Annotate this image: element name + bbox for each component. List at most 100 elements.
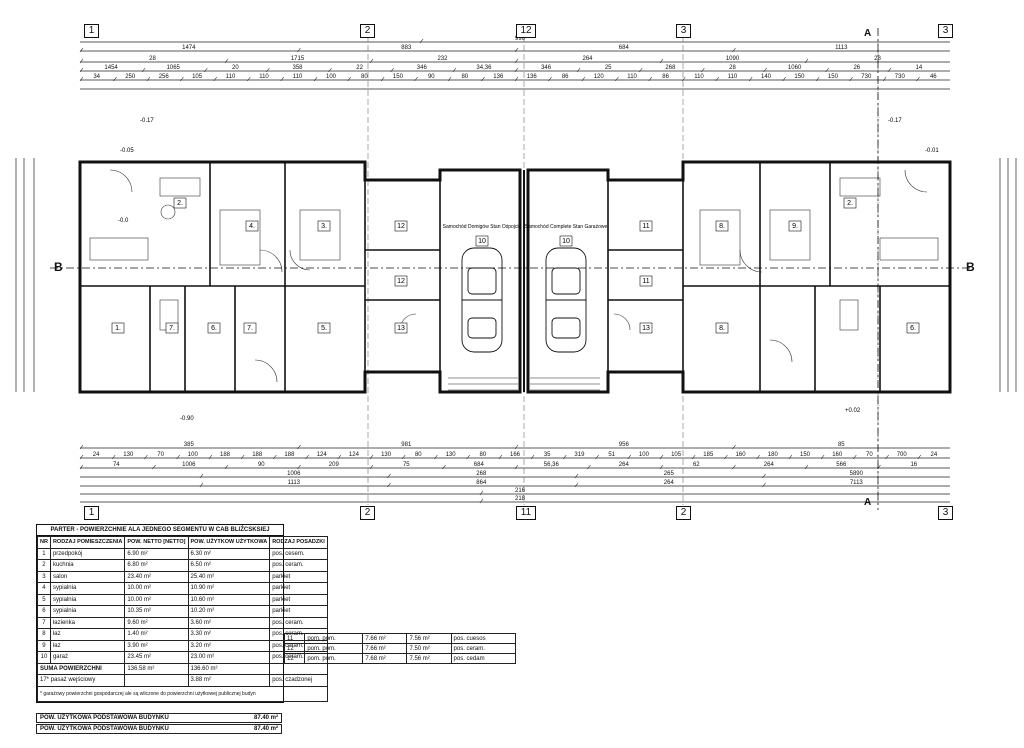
table-row: SUMA POWIERZCHNI 136.58 m² 136.60 m² [36, 662, 328, 675]
dimension-label: 385 [184, 442, 195, 448]
dimension-label: 120 [594, 74, 605, 80]
dimension-label: 46 [930, 74, 937, 80]
dimension-tick [328, 67, 332, 73]
dimension-label: 358 [292, 65, 303, 71]
table-cell: 12 [283, 643, 306, 654]
room-tag-frame [394, 275, 408, 287]
dimension-tick [732, 47, 736, 53]
dimension-label: 264 [664, 480, 675, 486]
dimension-label: 110 [627, 74, 637, 80]
dimension-tick [825, 67, 829, 73]
dimension-label: 20 [232, 65, 239, 71]
room-tag-frame [843, 197, 857, 209]
dimension-tick [853, 454, 857, 460]
extra-label: 17* pasaż wejściowy [36, 674, 126, 687]
table-cell: łazienka [49, 616, 126, 629]
room-tag-frame [715, 220, 729, 232]
room-tag: 4. [249, 223, 255, 230]
room-tag: 2. [847, 200, 853, 207]
room-tag-frame [317, 322, 331, 334]
table-cell: 10.90 m² [187, 582, 271, 595]
dimension-tick [548, 76, 552, 82]
level-mark: -0.0 [118, 218, 129, 224]
table-cell: 10.00 m² [124, 582, 189, 595]
dimension-tick [199, 473, 204, 479]
room-tag: 2. [177, 200, 183, 207]
table-cell: 6.50 m² [187, 559, 271, 572]
dimension-label: 130 [381, 452, 392, 458]
table-cell: 6.90 m² [124, 547, 189, 560]
axis-lines [367, 36, 879, 505]
dimension-tick [224, 58, 229, 64]
dimension-tick [297, 47, 301, 53]
table-cell: przedpokój [49, 547, 126, 560]
dimension-label: 150 [393, 74, 404, 80]
dimension-tick [204, 67, 208, 73]
table-cell: pom. pom. [304, 643, 364, 654]
table-cell: pos. ceram. [269, 616, 328, 629]
dimension-tick [715, 76, 720, 82]
table-cell: 3.20 m² [187, 639, 271, 652]
axis-label: 3 [938, 24, 953, 38]
dimension-label: 730 [895, 74, 906, 80]
table-cell: 5 [37, 593, 51, 606]
room-tag-frame [317, 220, 331, 232]
table-cell: 7.68 m² [362, 653, 408, 664]
dimension-tick [788, 454, 793, 460]
dimension-label: 864 [476, 480, 487, 486]
table-cell: 10.35 m² [124, 605, 189, 618]
section-mark: A [864, 28, 872, 39]
garage-label: Samochód Complete Stan Garażowe [525, 224, 608, 230]
dimension-label: 100 [639, 452, 650, 458]
dimension-tick [297, 464, 301, 470]
table-cell: 10.20 m² [187, 605, 271, 618]
dimension-label: 1090 [726, 56, 740, 62]
room-tag: 7. [169, 325, 175, 332]
dimension-tick [481, 76, 485, 82]
dimension-label: 110 [259, 74, 269, 80]
dimension-label: 105 [192, 74, 203, 80]
table-cell: 6.30 m² [187, 547, 271, 560]
dimension-tick [498, 454, 503, 460]
table-cell: salon [49, 570, 126, 583]
dimension-tick [748, 76, 753, 82]
room-tag: 6. [211, 325, 217, 332]
dimension-tick [213, 76, 218, 82]
table-cell: łaz [49, 639, 126, 652]
level-mark: -0.05 [120, 148, 134, 154]
dimension-tick [804, 464, 809, 470]
table-cell: 7.56 m² [406, 653, 452, 664]
dimension-label: 684 [474, 462, 485, 468]
dimension-tick [79, 67, 84, 73]
dimension-tick [627, 454, 632, 460]
dimension-label: 956 [619, 442, 630, 448]
room-tag: 11 [642, 223, 649, 230]
room-tag: 10 [478, 238, 486, 245]
room-tag-frame [111, 322, 125, 334]
dimension-tick [659, 58, 664, 64]
dimension-label: 86 [662, 74, 669, 80]
room-tag-frame [475, 235, 489, 247]
room-tag: 5. [321, 325, 327, 332]
dimension-label: 188 [284, 452, 295, 458]
table-cell: parkiet [269, 593, 328, 606]
table-cell: 10 [37, 651, 51, 664]
dimension-tick [414, 76, 418, 82]
dimension-tick [208, 454, 213, 460]
dimension-label: 684 [619, 45, 630, 51]
dimension-label: 26 [853, 65, 860, 71]
table-cell: 23.40 m² [124, 570, 189, 583]
dimension-label: 110 [694, 74, 704, 80]
sum-netto: 136.58 m² [124, 662, 189, 675]
dimension-tick [762, 473, 766, 479]
dimension-tick [732, 464, 736, 470]
dimension-label: 100 [188, 452, 199, 458]
dimension-label: 110 [226, 74, 236, 80]
dimension-tick [401, 454, 406, 460]
room-tag: 12 [397, 223, 405, 230]
dimension-label: 56,36 [544, 462, 560, 468]
